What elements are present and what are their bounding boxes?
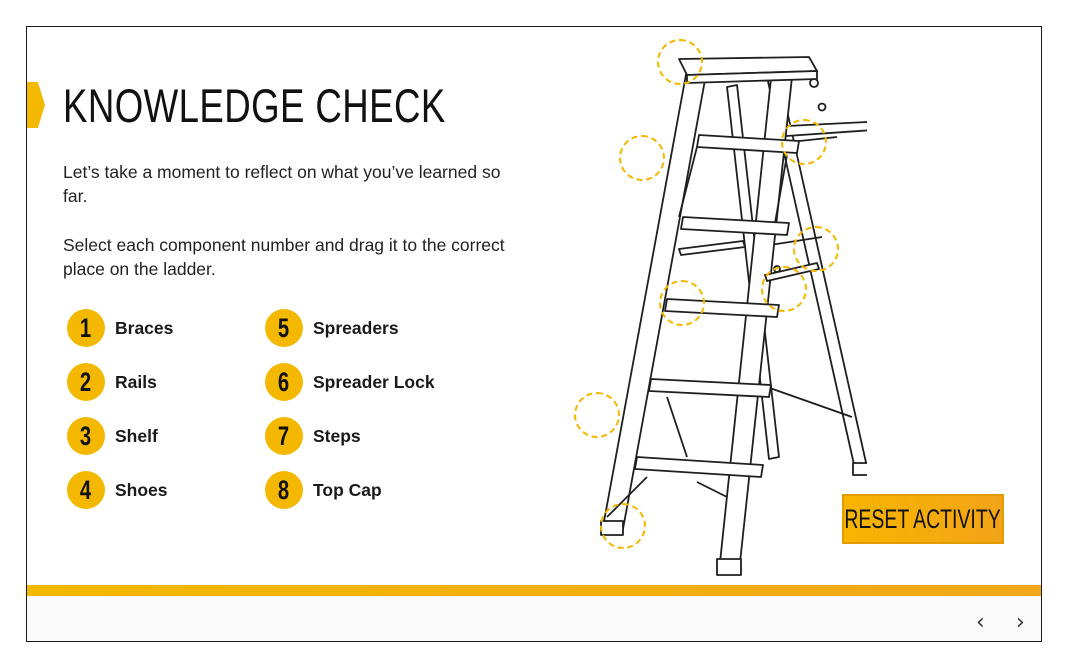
component-label: Shelf <box>115 425 158 446</box>
footer-bar <box>27 596 1041 641</box>
reset-activity-button[interactable]: RESET ACTIVITY <box>842 494 1004 544</box>
drop-target-6[interactable] <box>659 280 705 326</box>
component-number[interactable]: 6 <box>265 363 303 401</box>
component-item-shelf[interactable]: 3 Shelf <box>67 416 158 456</box>
ladder-illustration <box>600 56 867 576</box>
component-label: Top Cap <box>313 479 382 500</box>
component-label: Braces <box>115 317 174 338</box>
chevron-left-icon[interactable]: ‹ <box>976 610 985 635</box>
drop-target-8[interactable] <box>600 503 646 549</box>
component-item-shoes[interactable]: 4 Shoes <box>67 470 168 510</box>
slide-frame: KNOWLEDGE CHECK Let’s take a moment to r… <box>26 26 1042 642</box>
drop-target-4[interactable] <box>793 226 839 272</box>
component-item-spreader-lock[interactable]: 6 Spreader Lock <box>265 362 435 402</box>
drop-target-2[interactable] <box>619 135 665 181</box>
component-item-steps[interactable]: 7 Steps <box>265 416 361 456</box>
chevron-marker-icon <box>27 82 45 128</box>
drop-target-7[interactable] <box>574 392 620 438</box>
instruction-text: Select each component number and drag it… <box>63 235 505 279</box>
reset-activity-label: RESET ACTIVITY <box>844 503 1002 534</box>
component-number[interactable]: 8 <box>265 471 303 509</box>
component-label: Steps <box>313 425 361 446</box>
component-label: Shoes <box>115 479 168 500</box>
component-item-top-cap[interactable]: 8 Top Cap <box>265 470 382 510</box>
drop-target-1[interactable] <box>657 39 703 85</box>
page-title: KNOWLEDGE CHECK <box>63 79 446 132</box>
component-item-braces[interactable]: 1 Braces <box>67 308 173 348</box>
chevron-right-icon[interactable]: › <box>1016 610 1025 635</box>
component-number[interactable]: 5 <box>265 309 303 347</box>
component-number[interactable]: 7 <box>265 417 303 455</box>
component-item-rails[interactable]: 2 Rails <box>67 362 157 402</box>
component-number[interactable]: 2 <box>67 363 105 401</box>
component-number[interactable]: 3 <box>67 417 105 455</box>
component-label: Spreader Lock <box>313 371 435 392</box>
component-number[interactable]: 4 <box>67 471 105 509</box>
progress-accent-bar <box>27 585 1041 596</box>
drop-target-3[interactable] <box>781 119 827 165</box>
component-label: Spreaders <box>313 317 399 338</box>
component-item-spreaders[interactable]: 5 Spreaders <box>265 308 399 348</box>
drop-target-5[interactable] <box>761 266 807 312</box>
component-label: Rails <box>115 371 157 392</box>
intro-text: Let’s take a moment to reflect on what y… <box>63 162 501 206</box>
component-number[interactable]: 1 <box>67 309 105 347</box>
